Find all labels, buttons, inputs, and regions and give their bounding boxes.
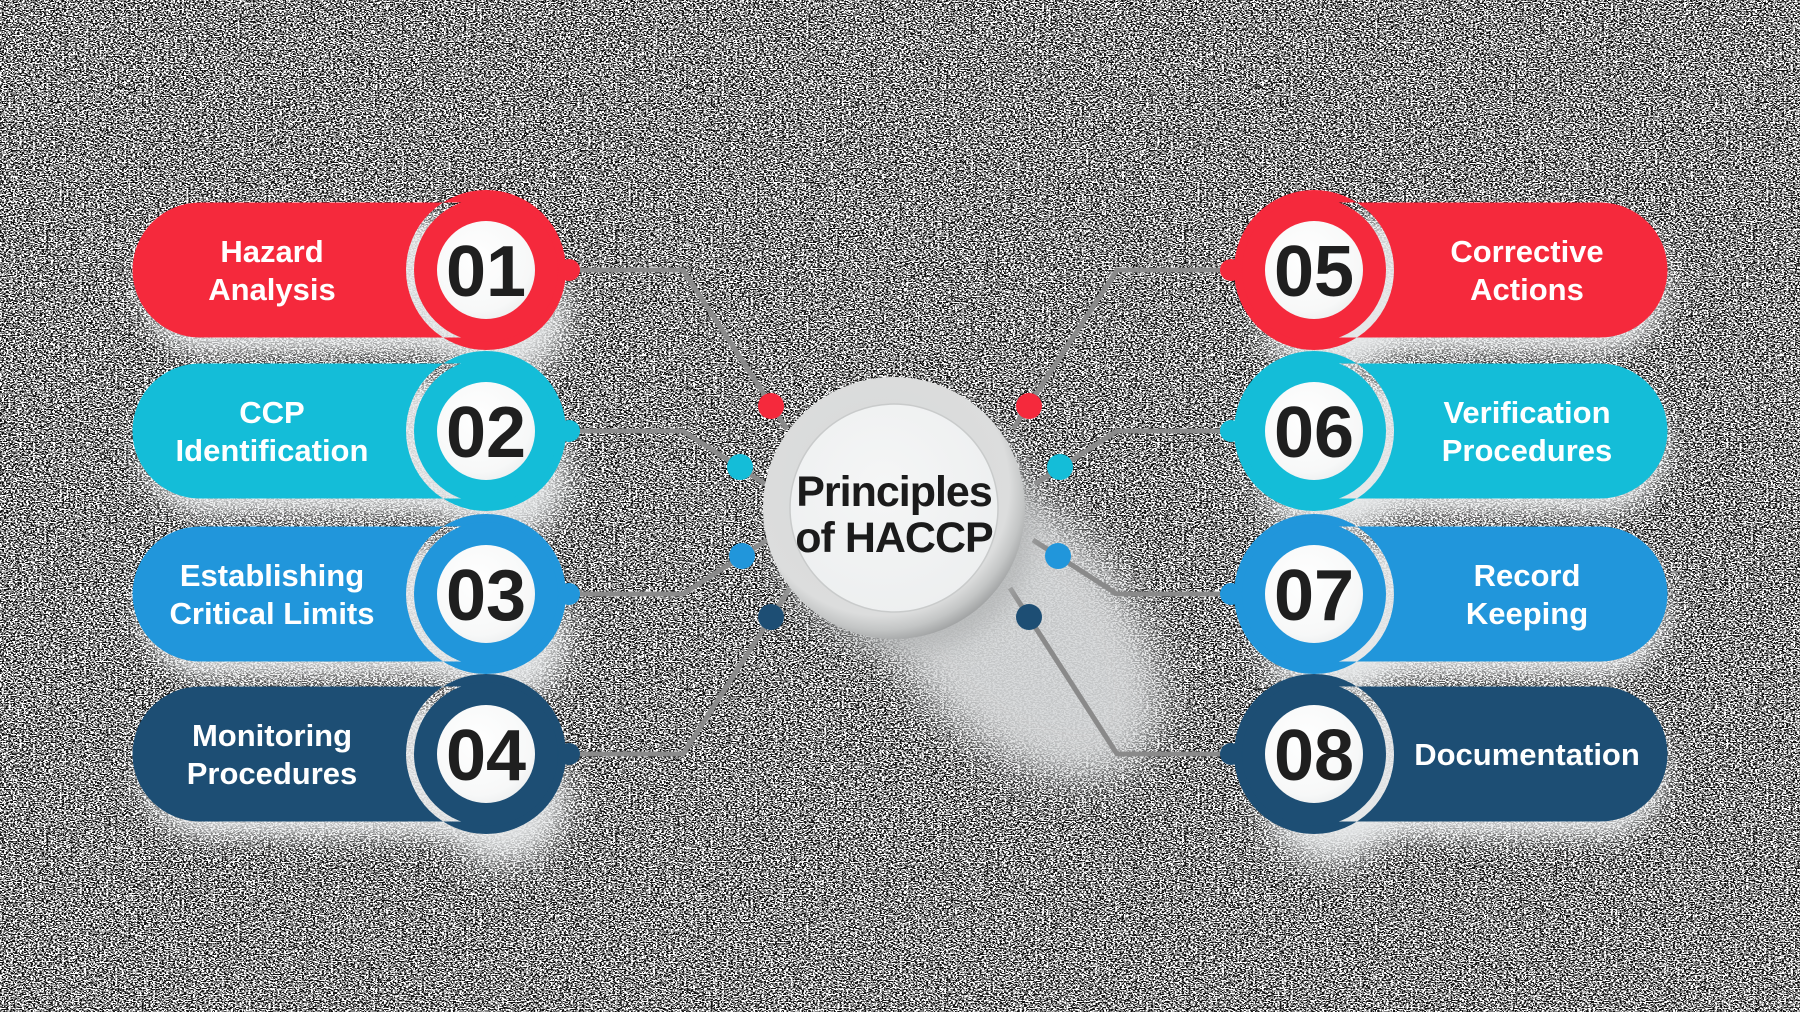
item-number: 02 bbox=[446, 393, 526, 473]
item-label-line2: Procedures bbox=[1442, 433, 1613, 468]
item-label-line2: Procedures bbox=[187, 756, 358, 791]
item-number: 03 bbox=[446, 556, 526, 636]
number-disc bbox=[437, 705, 535, 803]
connector-line-04 bbox=[569, 586, 793, 757]
item-label-line1: Hazard bbox=[220, 234, 323, 269]
item-label-line1: Corrective bbox=[1450, 234, 1603, 269]
pill-body bbox=[1234, 674, 1668, 834]
center-dot-06 bbox=[1047, 454, 1073, 480]
center-dot-01 bbox=[758, 393, 784, 419]
connector-dots bbox=[558, 259, 1242, 765]
item-label-line2: Actions bbox=[1470, 272, 1584, 307]
item-label-line2: Keeping bbox=[1466, 596, 1588, 631]
pill-dot-05 bbox=[1220, 259, 1242, 281]
number-disc bbox=[437, 545, 535, 643]
item-number: 07 bbox=[1274, 556, 1354, 636]
item-number: 04 bbox=[446, 716, 526, 796]
item-label-line2: Critical Limits bbox=[170, 596, 375, 631]
pill-dot-01 bbox=[558, 259, 580, 281]
pill-dot-02 bbox=[558, 420, 580, 442]
connector-line-08 bbox=[1007, 586, 1231, 757]
center-title-line2: of HACCP bbox=[795, 514, 993, 562]
item-label-line2: Analysis bbox=[208, 272, 336, 307]
center-dot-08 bbox=[1016, 604, 1042, 630]
number-disc bbox=[437, 221, 535, 319]
pill-body bbox=[1234, 190, 1668, 350]
pill-body bbox=[132, 190, 566, 350]
item-number: 06 bbox=[1274, 393, 1354, 473]
pill-item-08: 08 Documentation bbox=[1234, 674, 1668, 864]
center-circle-inner bbox=[789, 403, 999, 613]
item-label: Documentation bbox=[1414, 737, 1640, 772]
pill-dot-03 bbox=[558, 583, 580, 605]
item-label-line1: Documentation bbox=[1414, 737, 1640, 772]
number-disc bbox=[437, 382, 535, 480]
pill-body bbox=[1234, 514, 1668, 674]
item-number: 01 bbox=[446, 232, 526, 312]
center-title-line1: Principles bbox=[796, 468, 992, 516]
number-disc bbox=[1265, 221, 1363, 319]
number-disc bbox=[1265, 545, 1363, 643]
center-dot-07 bbox=[1045, 543, 1071, 569]
item-label-line1: Record bbox=[1474, 558, 1581, 593]
connector-line-01 bbox=[569, 267, 790, 431]
number-disc bbox=[1265, 382, 1363, 480]
item-label-line2: Identification bbox=[176, 433, 369, 468]
item-label-line1: Verification bbox=[1443, 395, 1610, 430]
item-number: 08 bbox=[1274, 716, 1354, 796]
pill-body bbox=[132, 674, 566, 834]
center-dot-04 bbox=[758, 604, 784, 630]
number-disc bbox=[1265, 705, 1363, 803]
pill-dot-07 bbox=[1220, 583, 1242, 605]
pill-body bbox=[132, 514, 566, 674]
item-label-line1: Establishing bbox=[180, 558, 364, 593]
center-dot-03 bbox=[729, 543, 755, 569]
item-label-line1: Monitoring bbox=[192, 718, 352, 753]
pill-body bbox=[1234, 351, 1668, 511]
connector-line-05 bbox=[1010, 267, 1231, 431]
center-dot-05 bbox=[1016, 393, 1042, 419]
center-dot-02 bbox=[727, 454, 753, 480]
item-label-line1: CCP bbox=[239, 395, 304, 430]
pill-dot-04 bbox=[558, 743, 580, 765]
item-number: 05 bbox=[1274, 232, 1354, 312]
pill-dot-06 bbox=[1220, 420, 1242, 442]
pill-body bbox=[132, 351, 566, 511]
pill-dot-08 bbox=[1220, 743, 1242, 765]
